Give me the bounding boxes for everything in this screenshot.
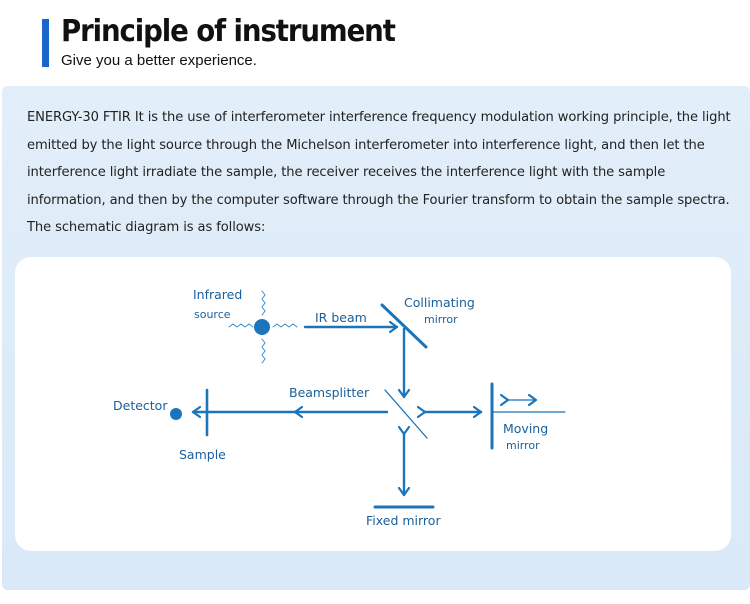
label-detector: Detector — [113, 398, 168, 413]
source-wave-right — [272, 323, 298, 328]
label-source: source — [194, 308, 231, 321]
page-subtitle: Give you a better experience. — [61, 52, 257, 69]
source-wave-down — [261, 338, 266, 364]
description-text: ENERGY-30 FTIR It is the use of interfer… — [27, 110, 731, 235]
infrared-source-dot — [254, 319, 270, 335]
label-beamsplitter: Beamsplitter — [289, 385, 370, 400]
label-collimating-mirror: mirror — [424, 313, 458, 326]
collimating-mirror — [380, 303, 428, 349]
source-wave-left — [228, 323, 254, 328]
label-infrared: Infrared — [193, 287, 242, 302]
detector-dot — [170, 408, 182, 420]
page-title: Principle of instrument — [61, 14, 396, 49]
label-sample: Sample — [179, 447, 226, 462]
schematic-diagram: Infrared source IR beam Collimating mirr… — [15, 257, 731, 551]
label-ir-beam: IR beam — [315, 310, 367, 325]
label-moving: Moving — [503, 421, 548, 436]
diagram-svg: Infrared source IR beam Collimating mirr… — [113, 287, 566, 528]
source-wave-up — [261, 290, 266, 316]
header-accent-bar — [42, 19, 49, 67]
beamsplitter — [384, 389, 428, 439]
label-fixed-mirror: Fixed mirror — [366, 513, 441, 528]
label-collimating: Collimating — [404, 295, 475, 310]
label-moving-mirror: mirror — [506, 439, 540, 452]
